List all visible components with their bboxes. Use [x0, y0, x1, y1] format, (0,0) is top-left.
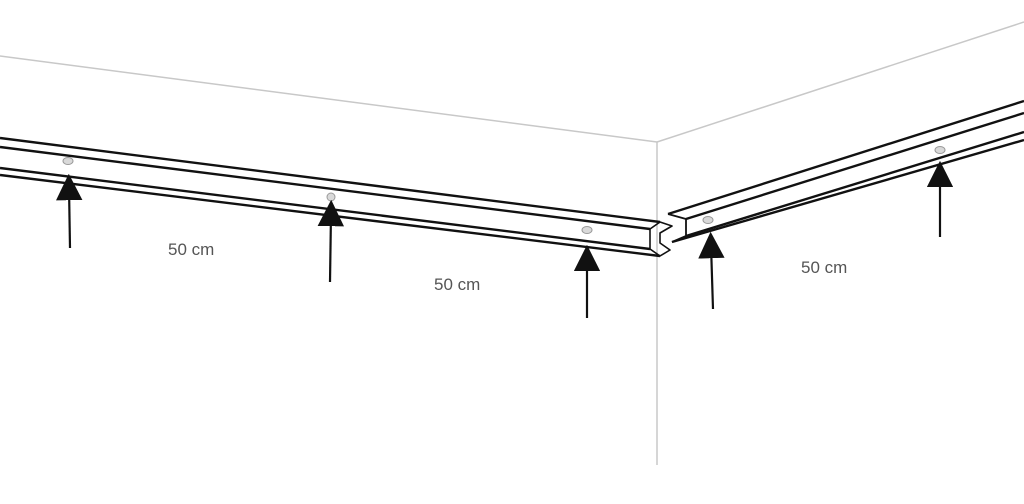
screw-hole-3: [581, 226, 593, 234]
arrow-4: [698, 231, 725, 310]
screw-hole-1: [62, 157, 74, 165]
spacing-label-right: 50 cm: [801, 258, 848, 277]
left-rail-top-edge: [0, 136, 661, 224]
right-rail-bottom-edge: [671, 138, 1024, 244]
arrow-1: [56, 173, 83, 249]
spacing-label-middle: 50 cm: [434, 275, 481, 294]
left-rail: [0, 136, 673, 258]
right-rail-lower-edge: [685, 130, 1024, 238]
right-rail: [667, 99, 1024, 244]
screw-hole-4: [702, 216, 714, 224]
wall-outline: [0, 21, 1024, 465]
screw-holes: [62, 146, 946, 234]
right-rail-middle-edge: [685, 111, 1024, 221]
screw-hole-2: [326, 192, 336, 202]
arrow-2: [317, 199, 345, 283]
wall-top-edge-right: [656, 21, 1024, 143]
arrows: [56, 160, 954, 318]
screw-hole-5: [934, 146, 946, 154]
left-rail-middle-edge: [0, 145, 651, 231]
spacing-label-left: 50 cm: [168, 240, 215, 259]
wall-top-edge-left: [0, 55, 658, 143]
left-rail-end: [649, 221, 673, 257]
right-rail-top-edge: [667, 99, 1024, 216]
right-rail-end: [667, 213, 687, 243]
